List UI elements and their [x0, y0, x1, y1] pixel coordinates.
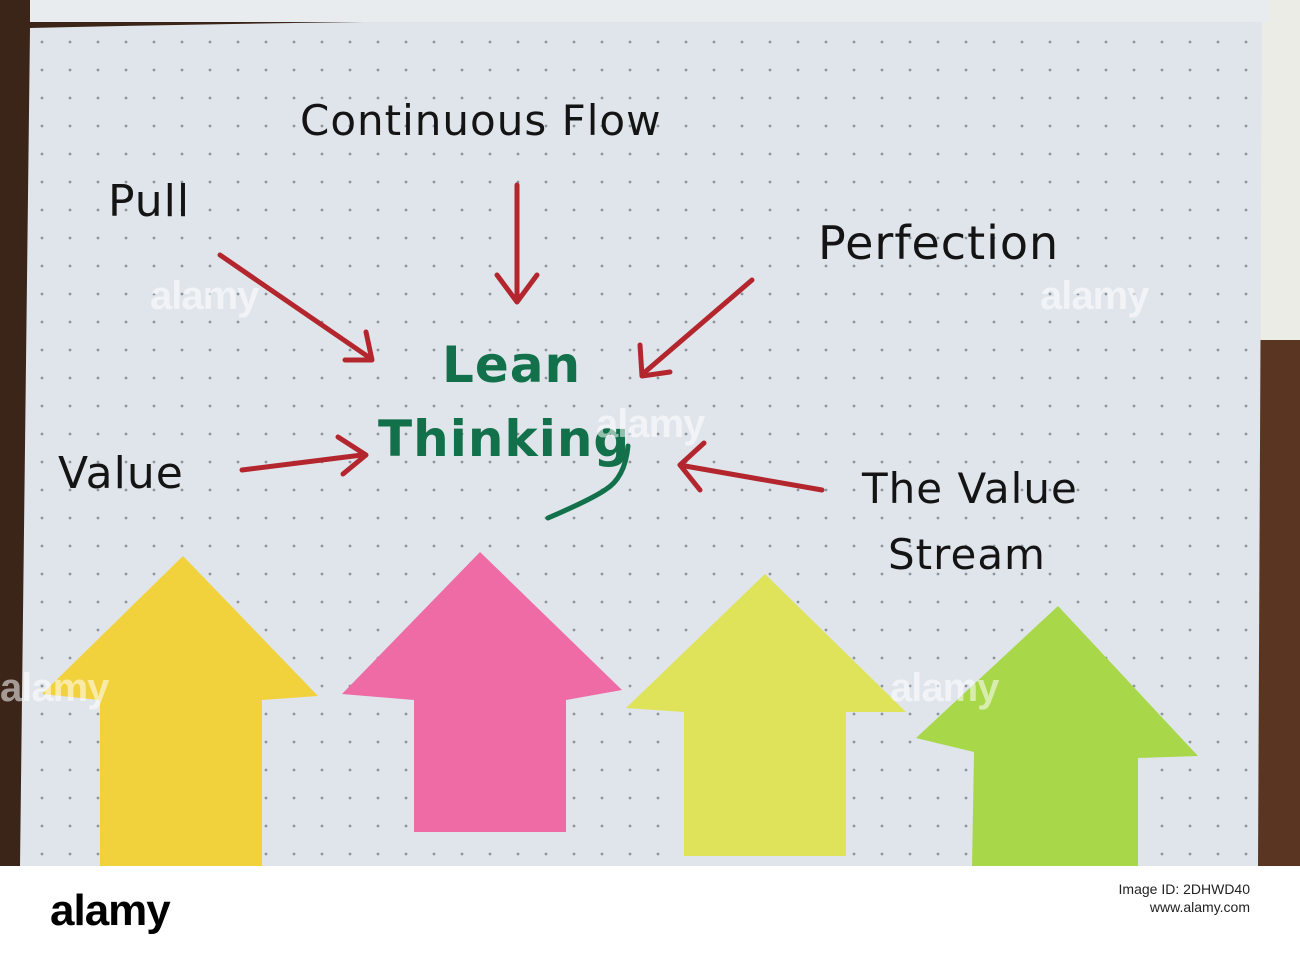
- center-label-lean: Lean: [442, 336, 582, 394]
- footer-url: www.alamy.com: [1149, 899, 1250, 915]
- underline-squiggle: [545, 443, 631, 521]
- watermark-center: alamy: [596, 402, 705, 446]
- photo-backdrop: [20, 0, 1300, 866]
- arrow-continuous-flow: [494, 182, 540, 305]
- watermark-top-right: alamy: [1040, 274, 1149, 318]
- label-value: Value: [58, 448, 184, 499]
- stock-footer: alamy Image ID: 2DHWD40 www.alamy.com: [0, 866, 1300, 956]
- watermark-bottom-right: alamy: [890, 666, 999, 710]
- dot-grid: [20, 19, 1262, 866]
- arrow-value-stream: [677, 440, 825, 493]
- sticky-arrow-pink: [342, 552, 622, 832]
- alamy-logo: alamy: [50, 886, 171, 935]
- watermark-bottom-left: alamy: [0, 666, 109, 710]
- page-edge: [30, 0, 1270, 22]
- label-value-stream-line1: The Value: [862, 464, 1078, 513]
- sticky-arrow-lime: [626, 574, 906, 856]
- sticky-arrow-yellow: [42, 556, 318, 866]
- label-perfection: Perfection: [818, 216, 1060, 270]
- arrow-perfection: [637, 277, 755, 379]
- center-label-thinking: Thinking: [378, 410, 631, 468]
- arrow-pull: [217, 252, 375, 363]
- footer-meta-text: Image ID: 2DHWD40 www.alamy.com: [1119, 880, 1250, 916]
- watermark-top-left: alamy: [150, 274, 259, 318]
- label-pull: Pull: [108, 176, 191, 227]
- label-value-stream-line2: Stream: [888, 530, 1046, 579]
- footer-meta: Image ID: 2DHWD40 www.alamy.com: [0, 880, 1300, 940]
- sticky-arrow-green: [916, 606, 1198, 866]
- image-id-label: Image ID: 2DHWD40: [1118, 881, 1250, 897]
- arrow-value: [239, 434, 369, 477]
- label-continuous-flow: Continuous Flow: [300, 96, 662, 145]
